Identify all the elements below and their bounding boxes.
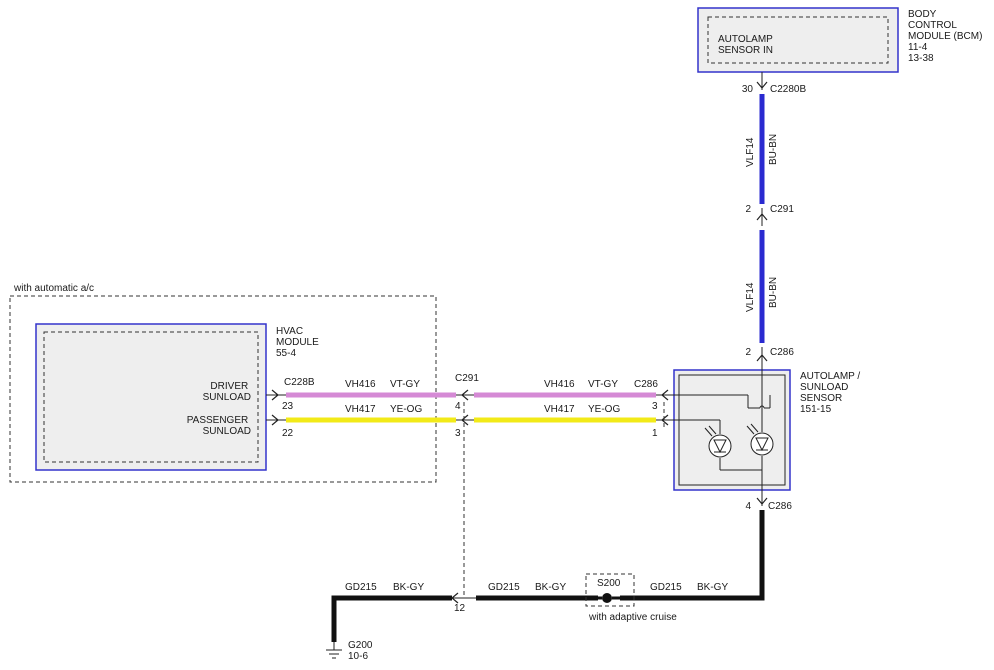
connector-c291-mid-driver-symbol — [461, 389, 469, 401]
photodiode-icon — [704, 425, 732, 458]
wire-vh417-right-circuit: VH417 — [544, 404, 575, 415]
connector-c228b-name: C228B — [284, 377, 315, 388]
wire-gd215-right-color: BK-GY — [697, 582, 728, 593]
connector-c291-ground-pin: 12 — [454, 603, 466, 614]
bcm-module-title: BODY CONTROL MODULE (BCM) 11-4 13-38 — [908, 9, 985, 64]
wire-vh416-right-color: VT-GY — [588, 379, 618, 390]
wire-vh416-left-circuit: VH416 — [345, 379, 376, 390]
connector-c291-mid-name: C291 — [455, 373, 479, 384]
connector-c228b-pin-driver: 23 — [282, 401, 294, 412]
ground-g200-label: G200 10-6 — [348, 640, 375, 662]
hvac-passenger-sunload-label: PASSENGER SUNLOAD — [187, 415, 251, 437]
sensor-module-title: AUTOLAMP / SUNLOAD SENSOR 151-15 — [800, 371, 863, 415]
connector-c291-top-symbol — [756, 213, 768, 221]
wire-vlf14-upper-color: BU-BN — [768, 134, 779, 165]
sensor-module-inner — [678, 374, 786, 486]
connector-c286-bottom-name: C286 — [768, 501, 792, 512]
connector-c286-mid-pin-passenger: 1 — [652, 428, 658, 439]
wire-vh416-right-circuit: VH416 — [544, 379, 575, 390]
connector-c291-ground-symbol — [451, 592, 459, 604]
wire-gd215-left-circuit: GD215 — [345, 582, 377, 593]
connector-c286-mid-driver-symbol — [661, 389, 669, 401]
option-box-automatic-ac — [9, 295, 437, 483]
splice-s200-name: S200 — [597, 578, 621, 589]
wire-gd215-right — [620, 510, 765, 601]
wire-vh417-left-color: YE-OG — [390, 404, 422, 415]
wire-gd215-mid-circuit: GD215 — [488, 582, 520, 593]
connector-c291-mid-passenger-symbol — [461, 414, 469, 426]
wire-vlf14-upper-circuit: VLF14 — [745, 137, 756, 167]
connector-c228b-passenger-symbol — [271, 414, 279, 426]
hvac-driver-sunload-label: DRIVER SUNLOAD — [203, 381, 251, 403]
photodiode-icon — [746, 423, 774, 456]
wire-gd215-mid-color: BK-GY — [535, 582, 566, 593]
wire-vlf14-lower-circuit: VLF14 — [745, 282, 756, 312]
hvac-module-box — [35, 323, 267, 471]
bcm-module-box — [697, 7, 899, 73]
connector-c286-mid-pin-driver: 3 — [652, 401, 658, 412]
splice-s200-optional-box — [585, 573, 635, 607]
wire-gd215-left — [331, 595, 452, 642]
wire-vh416-left-color: VT-GY — [390, 379, 420, 390]
sensor-module-box — [673, 369, 791, 491]
connector-c291-top-name: C291 — [770, 204, 794, 215]
wire-vh417-left-circuit: VH417 — [345, 404, 376, 415]
wire-vh417-right-color: YE-OG — [588, 404, 620, 415]
connector-c2280b-pin: 30 — [742, 84, 754, 95]
connector-c286-top-symbol — [756, 354, 768, 362]
connector-c286-mid-passenger-symbol — [661, 414, 669, 426]
option-box-label: with automatic a/c — [13, 283, 94, 294]
connector-c228b-driver-symbol — [271, 389, 279, 401]
wire-gd215-left-color: BK-GY — [393, 582, 424, 593]
sensor-internal-circuit — [674, 370, 771, 490]
connector-c291-mid-pin-driver: 4 — [455, 401, 461, 412]
ground-symbol-icon — [326, 642, 342, 659]
connector-c228b-pin-passenger: 22 — [282, 428, 294, 439]
hvac-module-title: HVAC MODULE 55-4 — [276, 326, 322, 359]
connector-c2280b-symbol — [756, 81, 768, 89]
bcm-module-inner-dashed — [707, 16, 889, 64]
splice-s200-dot — [602, 593, 612, 603]
bcm-autolamp-sensor-in-label: AUTOLAMP SENSOR IN — [718, 34, 775, 56]
wire-vlf14-lower-color: BU-BN — [768, 277, 779, 308]
connector-c286-mid-name: C286 — [634, 379, 658, 390]
connector-c286-top-name: C286 — [770, 347, 794, 358]
hvac-module-inner-dashed — [43, 331, 259, 463]
splice-s200-note: with adaptive cruise — [588, 612, 677, 623]
connector-c286-top-pin: 2 — [745, 347, 751, 358]
connector-c291-top-pin: 2 — [745, 204, 751, 215]
connector-c286-bottom-pin: 4 — [745, 501, 751, 512]
connector-c291-mid-pin-passenger: 3 — [455, 428, 461, 439]
connector-c2280b-name: C2280B — [770, 84, 806, 95]
wire-gd215-right-circuit: GD215 — [650, 582, 682, 593]
